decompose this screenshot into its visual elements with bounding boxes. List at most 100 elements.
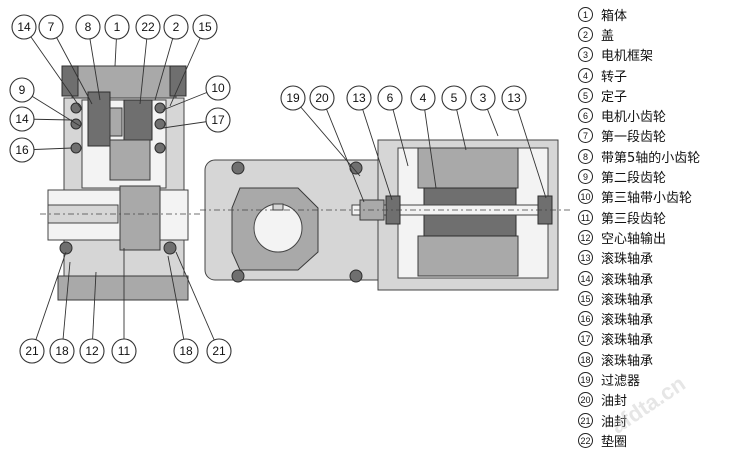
legend-item: 1 箱体 <box>578 4 748 24</box>
gear-block <box>123 99 153 141</box>
callout-left-top-0: 14 <box>11 14 37 40</box>
svg-text:8: 8 <box>85 20 92 34</box>
legend-number: 6 <box>578 108 593 124</box>
legend-label: 第三段齿轮 <box>601 211 667 227</box>
svg-text:9: 9 <box>19 83 26 97</box>
bolt-bottom-left <box>231 269 245 283</box>
svg-text:13: 13 <box>352 91 366 105</box>
first-stage-gear <box>87 91 111 147</box>
svg-text:14: 14 <box>17 20 31 34</box>
legend-item: 7 第一段齿轮 <box>578 126 748 146</box>
legend-item: 20 油封 <box>578 390 748 410</box>
stator-bottom <box>417 235 519 277</box>
svg-text:2: 2 <box>173 20 180 34</box>
callout-left-bottom-0: 21 <box>19 338 45 364</box>
legend-label: 第三轴带小齿轮 <box>601 191 693 207</box>
callout-left-bottom-5: 21 <box>206 338 232 364</box>
legend-label: 滚珠轴承 <box>601 353 654 369</box>
hollow-shaft-bore <box>253 203 303 253</box>
legend-number: 11 <box>578 209 593 225</box>
callout-right-view-7: 13 <box>501 85 527 111</box>
svg-text:14: 14 <box>15 112 29 126</box>
legend-label: 箱体 <box>601 8 628 24</box>
svg-text:10: 10 <box>211 81 225 95</box>
svg-text:4: 4 <box>420 91 427 105</box>
legend-number: 22 <box>578 432 593 448</box>
callout-right-view-6: 3 <box>470 85 496 111</box>
legend-label: 电机框架 <box>601 49 654 65</box>
pinion-shaft-5 <box>109 107 123 137</box>
legend-number: 15 <box>578 290 593 306</box>
legend-number: 5 <box>578 87 593 103</box>
callout-right-view-0: 19 <box>280 85 306 111</box>
cover-flange-left <box>61 65 79 97</box>
svg-text:3: 3 <box>480 91 487 105</box>
callout-left-top-1: 7 <box>38 14 64 40</box>
callout-left-bottom-4: 18 <box>173 338 199 364</box>
svg-text:16: 16 <box>15 143 29 157</box>
legend-number: 18 <box>578 351 593 367</box>
bolt-bottom-right <box>349 269 363 283</box>
legend-item: 6 电机小齿轮 <box>578 105 748 125</box>
svg-text:17: 17 <box>211 113 225 127</box>
svg-text:13: 13 <box>507 91 521 105</box>
callout-right-view-3: 6 <box>377 85 403 111</box>
left-sectional-view <box>40 65 200 301</box>
callout-left-bottom-3: 11 <box>111 338 137 364</box>
callout-left-bottom-2: 12 <box>79 338 105 364</box>
legend-label: 滚珠轴承 <box>601 292 654 308</box>
legend-label: 滚珠轴承 <box>601 313 654 329</box>
callout-left-side-0: 9 <box>9 77 35 103</box>
third-stage-gear <box>119 185 161 251</box>
legend-label: 第一段齿轮 <box>601 130 667 146</box>
legend-number: 2 <box>578 26 593 42</box>
callout-left-top-5: 2 <box>163 14 189 40</box>
legend-item: 18 滚珠轴承 <box>578 349 748 369</box>
legend-number: 3 <box>578 47 593 63</box>
svg-text:11: 11 <box>118 344 131 358</box>
legend-number: 20 <box>578 392 593 408</box>
cover-flange-right <box>169 65 187 97</box>
callout-right-side-1: 17 <box>205 107 231 133</box>
callout-left-top-2: 8 <box>75 14 101 40</box>
legend-number: 9 <box>578 169 593 185</box>
bearing-14-top <box>70 102 82 114</box>
legend-item: 5 定子 <box>578 85 748 105</box>
second-stage-gear <box>109 139 151 181</box>
right-view <box>200 139 570 291</box>
svg-text:18: 18 <box>179 344 193 358</box>
callout-right-view-2: 13 <box>346 85 372 111</box>
legend-label: 盖 <box>601 28 615 44</box>
bearing-18-left <box>59 241 73 255</box>
callout-left-top-6: 15 <box>192 14 218 40</box>
svg-text:19: 19 <box>286 91 300 105</box>
keyway <box>272 203 284 211</box>
legend-label: 油封 <box>601 414 628 430</box>
callout-left-side-2: 16 <box>9 137 35 163</box>
svg-text:15: 15 <box>198 20 212 34</box>
legend-number: 7 <box>578 128 593 144</box>
svg-text:18: 18 <box>55 344 69 358</box>
legend-label: 过滤器 <box>601 373 641 389</box>
svg-text:7: 7 <box>48 20 55 34</box>
legend-label: 带第5轴的小齿轮 <box>601 150 701 166</box>
legend-label: 油封 <box>601 394 628 410</box>
bearing-16 <box>70 142 82 154</box>
legend-label: 定子 <box>601 89 628 105</box>
bearing-16-right <box>154 142 166 154</box>
legend-number: 4 <box>578 67 593 83</box>
legend-label: 电机小齿轮 <box>601 110 667 126</box>
callout-right-view-4: 4 <box>410 85 436 111</box>
legend-number: 1 <box>578 6 593 22</box>
svg-text:21: 21 <box>25 344 39 358</box>
legend-label: 滚珠轴承 <box>601 333 654 349</box>
